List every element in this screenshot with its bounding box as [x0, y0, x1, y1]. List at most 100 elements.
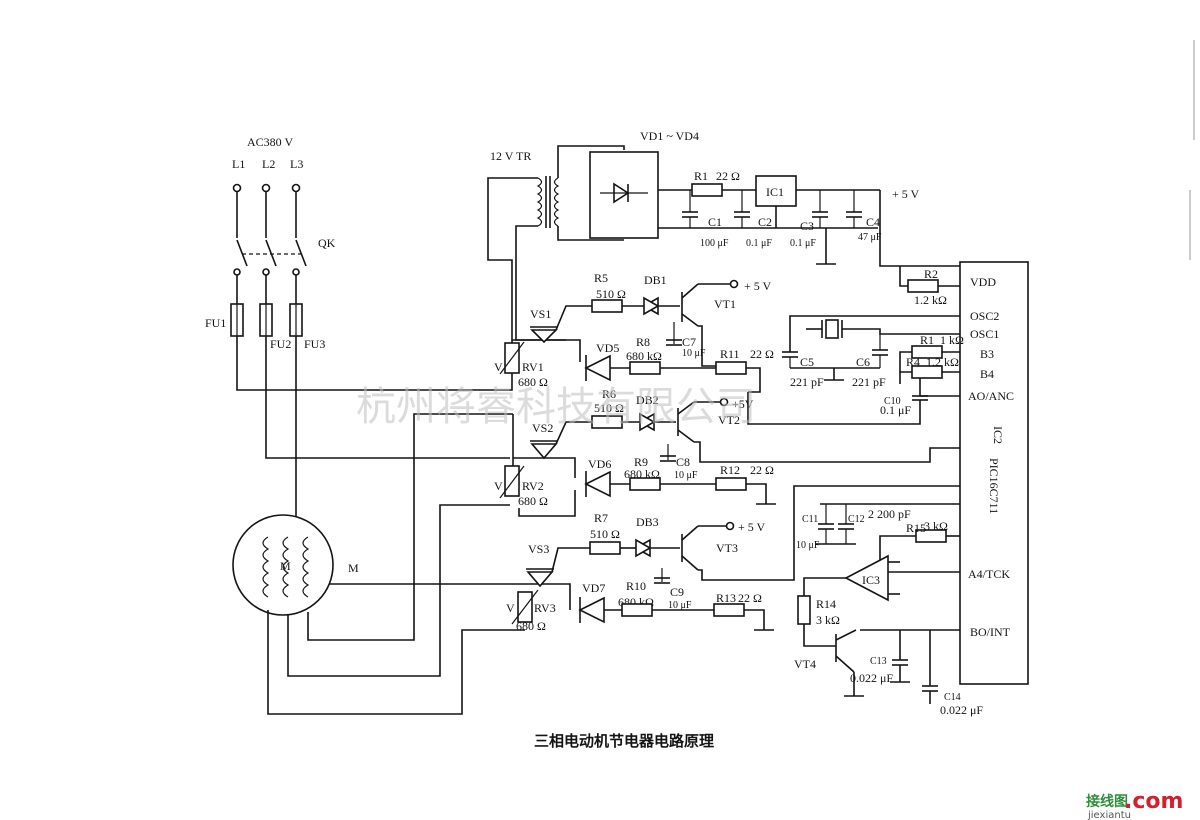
c10-label: C10 — [884, 396, 901, 407]
resistor-r12 — [715, 477, 747, 491]
db3-label: DB3 — [636, 515, 659, 529]
r7-label: R7 — [594, 511, 608, 525]
mcu-ic2: VDD OSC2 OSC1 B3 B4 AO/ANC A4/TCK BO/INT… — [860, 261, 1029, 685]
c9-label: C9 — [670, 585, 684, 599]
c7-label: C7 — [682, 335, 696, 349]
switch-blade — [295, 239, 307, 267]
channel-1: V RV1 680 Ω VS1 R5 510 Ω DB1 + 5 V VT1 C… — [494, 271, 774, 393]
resistor-r5 — [591, 299, 623, 313]
c6-value: 221 pF — [852, 375, 886, 389]
brand-text-cn: 接线图 — [1086, 793, 1128, 810]
c8-label: C8 — [676, 455, 690, 469]
transformer-secondary — [553, 177, 560, 227]
rv3-label: RV3 — [534, 601, 556, 615]
r1-label: R1 — [694, 169, 708, 183]
triac-vs1 — [530, 329, 558, 344]
diagram-title: 三相电动机节电器电路原理 — [534, 732, 714, 750]
terminal-l2 — [261, 183, 271, 193]
r6-label: R6 — [602, 387, 616, 401]
vd5-label: VD5 — [596, 341, 619, 355]
resistor-r8 — [629, 361, 661, 375]
db1-label: DB1 — [644, 273, 667, 287]
c4-value: 47 μF — [858, 232, 882, 243]
resistor-r10 — [621, 603, 653, 617]
c3-label: C3 — [800, 219, 814, 233]
diode-vd6 — [584, 470, 611, 498]
vs3-label: VS3 — [528, 542, 549, 556]
r12-label: R12 — [720, 463, 740, 477]
c3-value: 0.1 μF — [790, 238, 816, 249]
mcu-pin: OSC2 — [970, 309, 999, 323]
mcu-pin: AO/ANC — [968, 389, 1014, 403]
rv1-label: RV1 — [522, 360, 544, 374]
transformer-label: 12 V TR — [490, 149, 531, 163]
r2-value: 1.2 kΩ — [914, 293, 947, 307]
five-volt-label: + 5 V — [892, 187, 920, 201]
vt2-label: VT2 — [718, 413, 740, 427]
vd6-label: VD6 — [588, 457, 611, 471]
resistor-r13 — [713, 603, 745, 617]
power-supply: 12 V TR VD1 ~ VD4 R1 22 Ω IC1 + 5 V C1 — [487, 129, 960, 360]
resistor-r1 — [691, 183, 723, 197]
r1-value: 22 Ω — [716, 169, 740, 183]
site-logo: 接线图 .com jiexiantu — [1086, 789, 1183, 820]
r2-label: R2 — [924, 267, 938, 281]
phase-label: L1 — [232, 157, 245, 171]
vt1-label: VT1 — [714, 297, 736, 311]
r13-value: 22 Ω — [738, 591, 762, 605]
r7-value: 510 Ω — [590, 527, 620, 541]
terminal-l1 — [232, 183, 242, 193]
watermark-text: 杭州将睿科技有限公司 — [356, 384, 756, 430]
c12-label: C12 — [848, 514, 865, 525]
channel-3: V RV3 680 Ω VS3 R7 510 Ω DB3 + 5 V VT3 C… — [506, 485, 960, 633]
c13-label: C13 — [870, 656, 887, 667]
vt3-label: VT3 — [716, 541, 738, 555]
channel-2: V RV2 680 Ω VS2 R6 510 Ω DB2 +5V VT2 C8 … — [494, 387, 960, 517]
r5-value: 510 Ω — [596, 287, 626, 301]
varistor-rv2 — [504, 465, 520, 497]
r6-value: 510 Ω — [594, 401, 624, 415]
mcu-pin: BO/INT — [970, 625, 1011, 639]
mcu-name: IC2 — [991, 426, 1005, 444]
r12-value: 22 Ω — [750, 463, 774, 477]
bridge-label: VD1 ~ VD4 — [640, 129, 699, 143]
rv1-value: 680 Ω — [518, 375, 548, 389]
switch-blade — [265, 239, 277, 267]
mcu-peripherals: R2 1.2 kΩ C5 221 pF C6 221 pF R1 1 kΩ R4… — [747, 266, 983, 717]
c9-value: 10 μF — [668, 600, 692, 611]
resistor-r7 — [589, 541, 621, 555]
diode-vd7 — [578, 596, 605, 624]
phase-label: L2 — [262, 157, 275, 171]
triac-vs2 — [530, 443, 558, 460]
terminal-l3 — [291, 183, 301, 193]
motor: M M — [232, 413, 525, 715]
r14-label: R14 — [816, 597, 836, 611]
rv2-value: 680 Ω — [518, 494, 548, 508]
phase-label: L3 — [290, 157, 303, 171]
r5-label: R5 — [594, 271, 608, 285]
vt1-vcc: + 5 V — [744, 279, 772, 293]
motor-inner-label: M — [280, 559, 291, 573]
rv1-v: V — [494, 360, 503, 374]
triac-vs3 — [526, 571, 554, 588]
c13-value: 0.022 μF — [850, 671, 893, 685]
motor-winding — [262, 536, 270, 598]
rb4-value: 1.2 kΩ — [926, 355, 959, 369]
r9-label: R9 — [634, 455, 648, 469]
r10-label: R10 — [626, 579, 646, 593]
motor-winding — [282, 536, 290, 598]
supply-label: AC380 V — [247, 135, 293, 149]
resistor-r14 — [797, 595, 811, 625]
c6-label: C6 — [856, 355, 870, 369]
c2-value: 0.1 μF — [746, 238, 772, 249]
mcu-pin: B4 — [980, 367, 994, 381]
mcu-pin: B3 — [980, 347, 994, 361]
rb3-label: R1 — [920, 333, 934, 347]
r11-label: R11 — [720, 347, 740, 361]
diode-vd5 — [584, 354, 611, 382]
c1-value: 100 μF — [700, 238, 729, 249]
r11-value: 22 Ω — [750, 347, 774, 361]
c11-label: C11 — [802, 514, 818, 525]
